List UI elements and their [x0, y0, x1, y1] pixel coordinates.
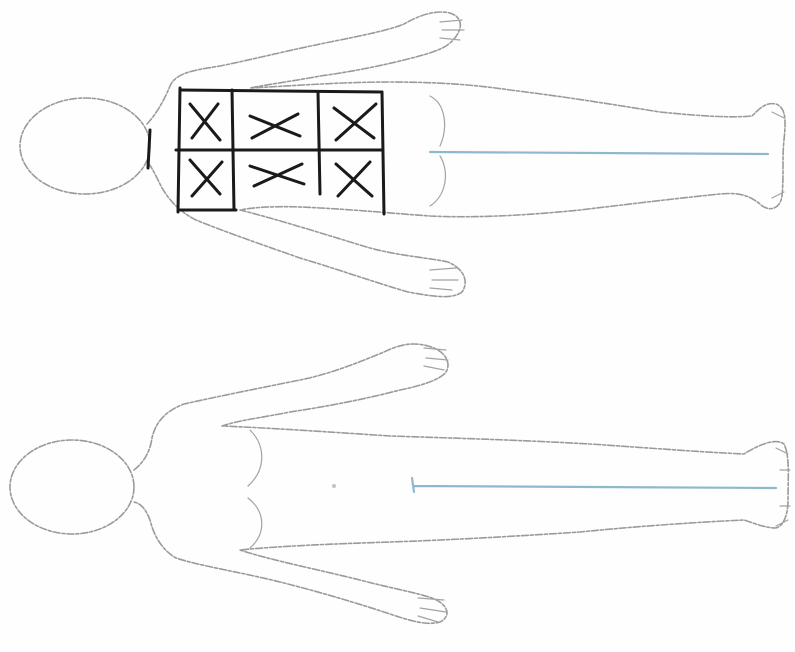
marked-grid	[148, 88, 384, 214]
upper-buttock-top	[430, 96, 445, 146]
x-mark-r1-c2	[250, 114, 300, 138]
grid-neck-bracket	[148, 130, 150, 168]
lower-figure-front-view	[10, 344, 790, 623]
lower-head	[10, 440, 134, 534]
lower-body-outline	[134, 344, 788, 623]
upper-hand-fingers-bottom	[430, 268, 458, 290]
lower-hip-top	[248, 430, 262, 486]
lower-hand-fingers-top	[424, 348, 448, 370]
grid-top-border	[180, 90, 382, 92]
x-mark-r2-c2	[250, 164, 304, 186]
grid-right-border	[382, 92, 384, 214]
upper-figure-back-view	[20, 12, 785, 297]
x-mark-r1-c1	[190, 104, 220, 140]
upper-head	[20, 98, 150, 194]
x-mark-r2-c1	[190, 160, 222, 196]
lower-leg-midline	[412, 478, 776, 492]
x-mark-r1-c3	[334, 104, 376, 140]
lower-hip-bottom	[248, 498, 262, 548]
upper-buttock-bottom	[430, 156, 445, 206]
x-mark-r2-c3	[336, 162, 372, 196]
grid-divider-2	[318, 92, 320, 194]
lower-hand-fingers-bottom	[418, 598, 446, 622]
upper-leg-midline	[430, 152, 768, 154]
navel-mark	[332, 484, 336, 488]
